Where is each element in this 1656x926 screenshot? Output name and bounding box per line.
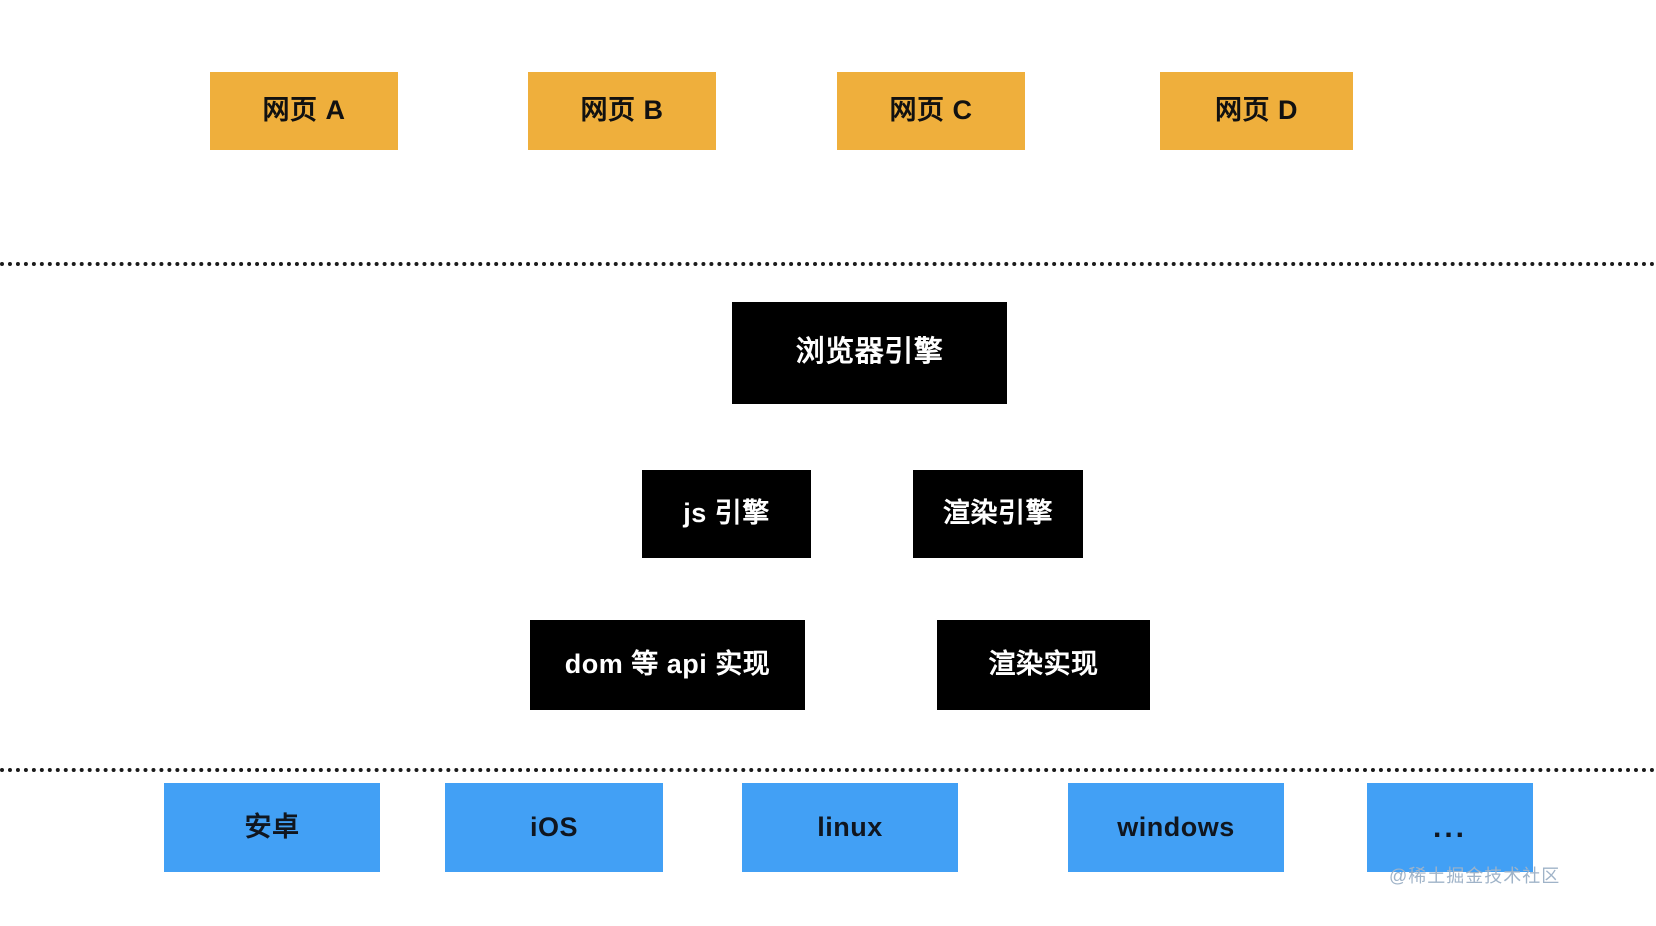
os-box-ios[interactable]: iOS xyxy=(445,783,663,872)
os-box-windows[interactable]: windows xyxy=(1068,783,1284,872)
browser-engine-box[interactable]: 浏览器引擎 xyxy=(732,302,1007,404)
os-box-linux[interactable]: linux xyxy=(742,783,958,872)
watermark-label: @稀土掘金技术社区 xyxy=(1389,866,1561,886)
page-box-d[interactable]: 网页 D xyxy=(1160,72,1353,150)
divider-bottom xyxy=(0,768,1656,772)
page-box-a[interactable]: 网页 A xyxy=(210,72,398,150)
divider-top xyxy=(0,262,1656,266)
render-impl-box[interactable]: 渲染实现 xyxy=(937,620,1150,710)
render-engine-box[interactable]: 渲染引擎 xyxy=(913,470,1083,558)
page-box-c[interactable]: 网页 C xyxy=(837,72,1025,150)
page-box-b[interactable]: 网页 B xyxy=(528,72,716,150)
dom-api-impl-box[interactable]: dom 等 api 实现 xyxy=(530,620,805,710)
os-box-android[interactable]: 安卓 xyxy=(164,783,380,872)
os-box-more[interactable]: ... xyxy=(1367,783,1533,872)
js-engine-box[interactable]: js 引擎 xyxy=(642,470,811,558)
